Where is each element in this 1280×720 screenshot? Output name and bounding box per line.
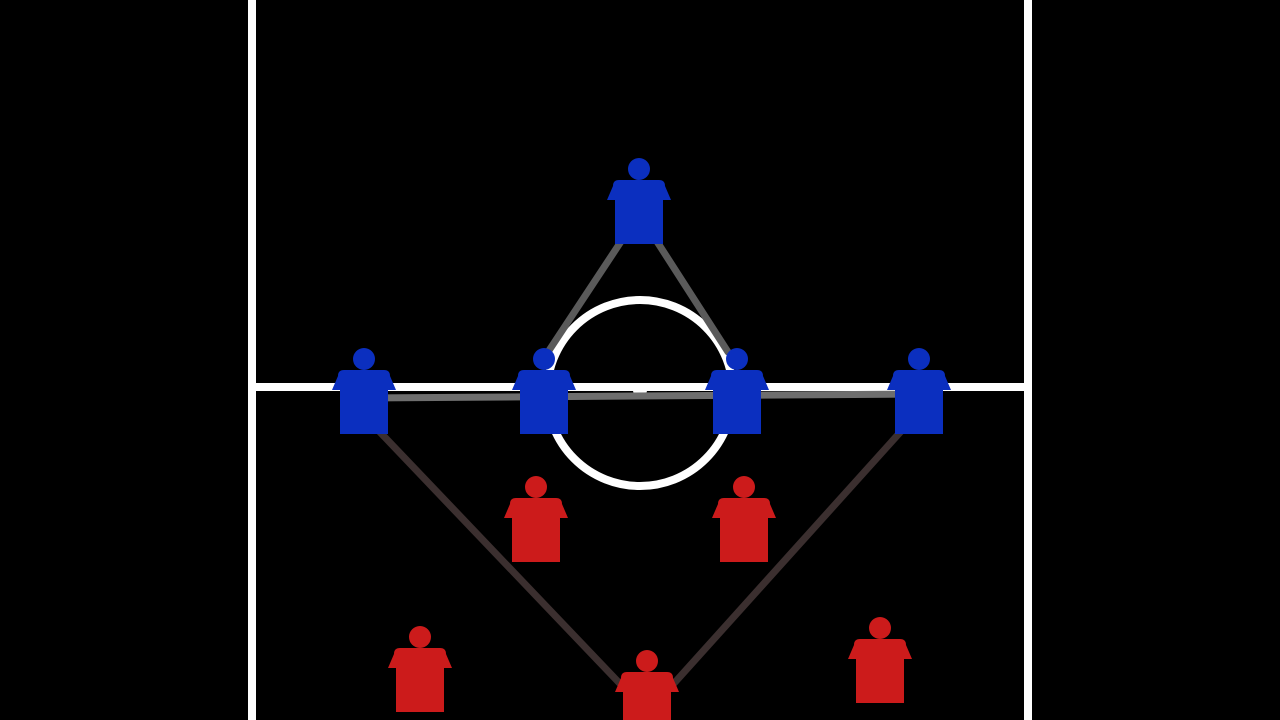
blue-right-central-midfielder-player-icon xyxy=(705,348,769,434)
blue-striker-player-icon xyxy=(607,158,671,244)
red-team xyxy=(388,476,912,720)
link-left-winger-to-red-cm xyxy=(372,424,630,694)
link-striker-right-cm xyxy=(652,236,732,356)
red-left-central-midfielder-player-icon xyxy=(504,476,568,562)
red-left-midfielder-player-icon xyxy=(388,626,452,712)
link-right-winger-to-red-cm xyxy=(664,424,908,694)
link-striker-left-cm xyxy=(544,236,626,356)
link-midfield-line xyxy=(360,390,922,402)
link-lines xyxy=(360,236,922,694)
red-central-midfielder-player-icon xyxy=(615,650,679,720)
blue-left-central-midfielder-player-icon xyxy=(512,348,576,434)
red-right-central-midfielder-player-icon xyxy=(712,476,776,562)
blue-right-winger-player-icon xyxy=(887,348,951,434)
blue-left-winger-player-icon xyxy=(332,348,396,434)
red-right-midfielder-player-icon xyxy=(848,617,912,703)
